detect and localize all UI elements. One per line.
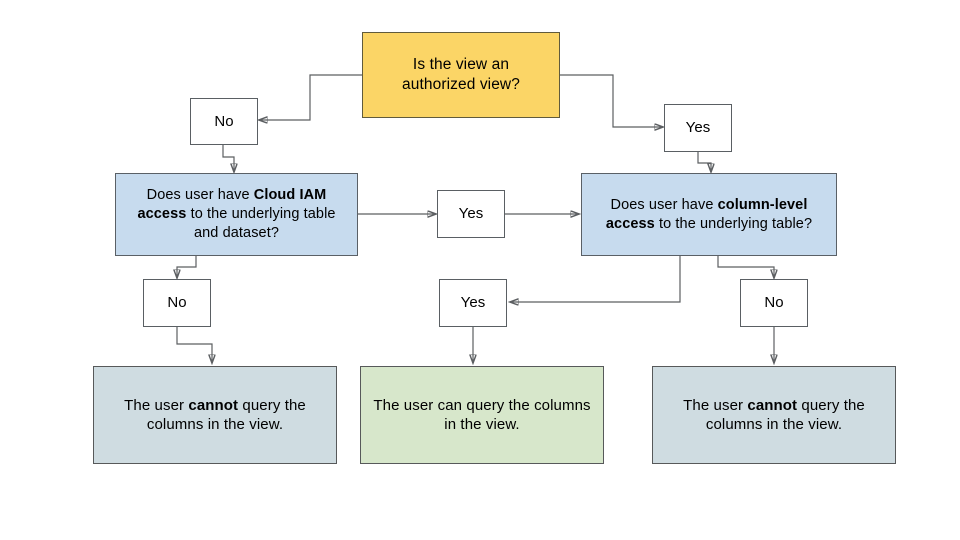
edge-no-to-cloud-iam [222,145,234,172]
edge-no-to-denied-left [176,327,212,363]
question-column-level-access-label: Does user have column-level access to th… [605,196,813,232]
edge-yes-to-column-level [697,152,711,172]
question-cloud-iam-access-label: Does user have Cloud IAM access to the u… [137,187,336,241]
result-allowed-label: The user can query the columns in the vi… [373,396,591,434]
branch-label-iam-no[interactable]: No [143,279,211,327]
result-denied-left[interactable]: The user cannot query the columns in the… [93,366,337,464]
result-denied-left-label: The user cannot query the columns in the… [124,396,306,434]
branch-label-column-yes[interactable]: Yes [439,279,507,327]
result-denied-right-label: The user cannot query the columns in the… [683,396,865,434]
edge-column-to-yes [510,256,681,302]
edge-column-to-no [717,256,774,278]
edge-authorized-to-yes [560,74,663,127]
question-cloud-iam-access[interactable]: Does user have Cloud IAM access to the u… [115,173,358,256]
question-column-level-access[interactable]: Does user have column-level access to th… [581,173,837,256]
branch-label-column-no[interactable]: No [740,279,808,327]
edge-cloud-iam-to-no [177,256,197,278]
branch-label-view-no[interactable]: No [190,98,258,145]
result-denied-right[interactable]: The user cannot query the columns in the… [652,366,896,464]
edge-authorized-to-no [259,74,362,120]
branch-label-iam-yes[interactable]: Yes [437,190,505,238]
result-allowed[interactable]: The user can query the columns in the vi… [360,366,604,464]
branch-label-view-yes[interactable]: Yes [664,104,732,152]
